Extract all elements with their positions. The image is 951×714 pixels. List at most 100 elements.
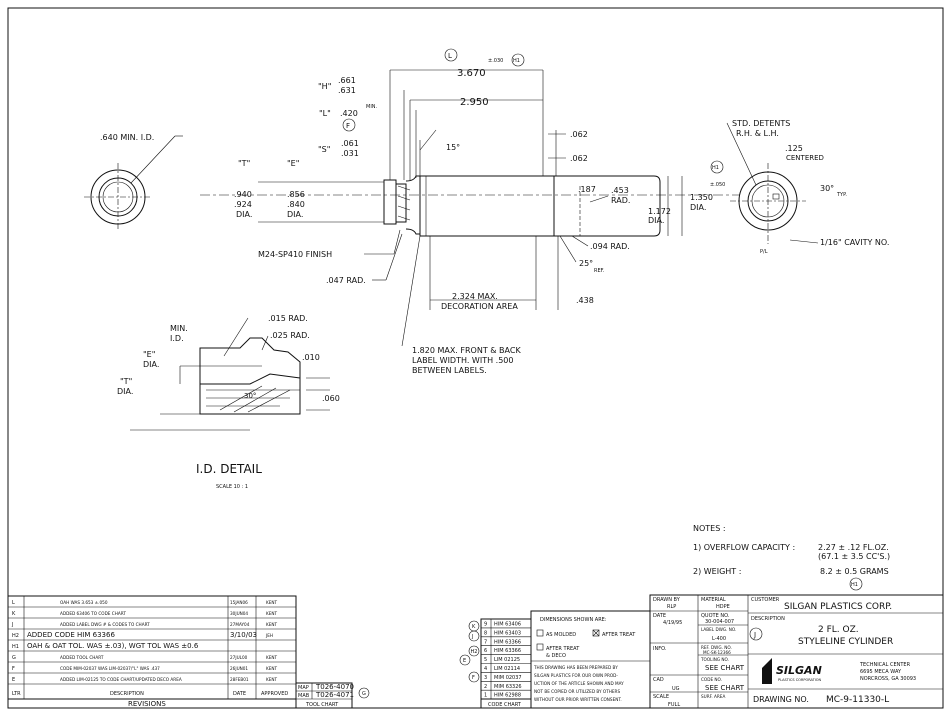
- dims-after-treat-deco-2: & DECO: [546, 653, 566, 659]
- title-block: [649, 594, 944, 709]
- rev-f-marker-top: [342, 118, 356, 132]
- cad-label: CAD: [653, 677, 664, 683]
- revision-description: ADDED LIM-02125 TO CODE CHART/UPDATED DE…: [60, 677, 182, 682]
- finish-label: M24-SP410 FINISH: [258, 250, 332, 259]
- dims-after-treat-deco-1: AFTER TREAT: [546, 646, 580, 652]
- dim-453: .453: [611, 186, 629, 195]
- material-label: MATERIAL: [701, 597, 726, 603]
- tech-center-2: 6695 MECA WAY: [860, 669, 902, 675]
- dim-1350-tol: ±.050: [710, 182, 725, 188]
- label-note-1: 1.820 MAX. FRONT & BACK: [412, 346, 521, 355]
- revision-description: ADDED 63406 TO CODE CHART: [60, 611, 126, 616]
- revisions-table: [7, 595, 297, 709]
- svg-text:PLASTICS CORPORATION: PLASTICS CORPORATION: [778, 678, 822, 682]
- end-view-right: [726, 122, 819, 244]
- angle-15: 15°: [446, 143, 460, 152]
- l-label: "L": [319, 109, 331, 118]
- revision-date: 30JUN04: [230, 611, 248, 616]
- detail-id: I.D.: [170, 334, 184, 343]
- e-min: .840: [287, 200, 305, 209]
- h-max: .661: [338, 76, 356, 85]
- detail-025-rad: .025 RAD.: [270, 331, 310, 340]
- dim-047-rad: .047 RAD.: [326, 276, 366, 285]
- code-rev-letter: K: [472, 624, 476, 630]
- revision-approved: KENT: [266, 666, 278, 671]
- t-min: .924: [234, 200, 252, 209]
- revision-approved: KENT: [266, 677, 278, 682]
- label-dwg-value: L-400: [712, 636, 726, 642]
- sheet-border: [7, 7, 944, 709]
- min-id-label: .640 MIN. I.D.: [100, 133, 154, 142]
- note-1-label: 1) OVERFLOW CAPACITY :: [693, 543, 795, 552]
- drawing-no-label: DRAWING NO.: [753, 695, 809, 704]
- h-min: .631: [338, 86, 356, 95]
- description-line-2: STYLELINE CYLINDER: [798, 637, 893, 647]
- rev-hdr-ltr: LTR: [12, 691, 21, 697]
- cad-value: UG: [672, 686, 680, 692]
- drawing-no-value: MC-9-11330-L: [826, 695, 889, 705]
- rev-hdr-desc: DESCRIPTION: [110, 691, 144, 697]
- revision-approved: KENT: [266, 600, 278, 605]
- code-row-number: 8: [484, 630, 487, 636]
- deco-area-label: DECORATION AREA: [441, 302, 518, 311]
- dims-shown-title: DIMENSIONS SHOWN ARE:: [540, 617, 607, 623]
- top-dimensions: [389, 69, 566, 180]
- description-rev-marker: [749, 627, 763, 641]
- angle-30-typ: TYP.: [836, 192, 847, 198]
- code-row-number: 6: [484, 648, 487, 654]
- revision-description: OAH & OAT TOL. WAS ±.03), WGT TOL WAS ±0…: [27, 642, 199, 650]
- revision-letter: G: [12, 655, 16, 661]
- dim-2324: 2.324 MAX.: [452, 292, 498, 301]
- rev-l-marker: [444, 48, 458, 62]
- e-dia: DIA.: [287, 210, 303, 219]
- revision-date: 15JAN06: [230, 600, 248, 605]
- code-row-code: HIM 63406: [494, 622, 521, 628]
- code-row-number: 2: [484, 684, 487, 690]
- e-max: .856: [287, 190, 305, 199]
- description-label: DESCRIPTION: [751, 616, 785, 622]
- surf-area-label: SURF. AREA: [701, 694, 725, 699]
- code-row-number: 5: [484, 657, 487, 663]
- overall-length: 3.670: [457, 68, 486, 79]
- revision-approved: KENT: [266, 622, 278, 627]
- l-min: MIN.: [366, 104, 378, 110]
- label-note-3: BETWEEN LABELS.: [412, 366, 487, 375]
- rev-footer: REVISIONS: [128, 700, 166, 708]
- quote-label: QUOTE NO.: [701, 613, 730, 619]
- label-dwg-label: LABEL DWG. NO.: [701, 627, 736, 632]
- cavity-label: 1/16" CAVITY NO.: [820, 238, 889, 247]
- dim-1350: 1.350: [690, 193, 713, 202]
- dim-062-a: .062: [570, 130, 588, 139]
- revision-description: CODE MIM-02037 WAS LIM-02037/"L" WAS .43…: [60, 666, 160, 671]
- revision-date: 3/10/03: [230, 631, 257, 639]
- code-rev-marker: [468, 645, 480, 657]
- dim-125-centered: CENTERED: [786, 154, 824, 162]
- l-value: .420: [340, 109, 358, 118]
- rev-hdr-appr: APPROVED: [261, 691, 288, 697]
- notes-title: NOTES :: [693, 524, 726, 533]
- code-rev-letter: H2: [471, 649, 478, 655]
- dim-062-b: .062: [570, 154, 588, 163]
- quote-value: 30-004-007: [705, 619, 734, 625]
- dim-187: .187: [578, 185, 596, 194]
- detail-e-dia: DIA.: [143, 360, 159, 369]
- code-row-number: 7: [484, 639, 487, 645]
- detents-1: STD. DETENTS: [732, 119, 790, 128]
- revision-date: 27MAY04: [230, 622, 250, 627]
- date-label: DATE: [653, 613, 666, 619]
- revision-date: 28FEB01: [230, 677, 249, 682]
- revision-approved: KENT: [266, 655, 278, 660]
- t-dia: DIA.: [236, 210, 252, 219]
